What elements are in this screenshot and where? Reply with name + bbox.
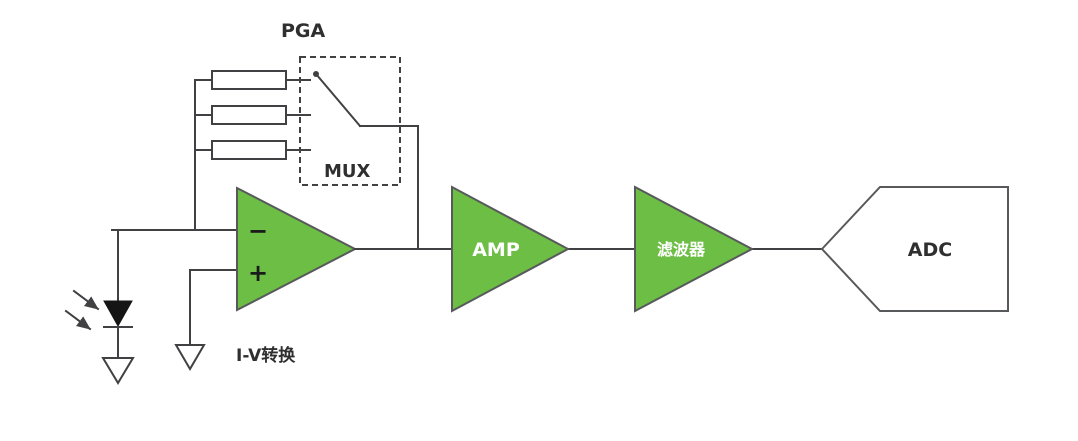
mux-box bbox=[299, 56, 401, 186]
resistor3 bbox=[211, 140, 287, 160]
feedback-resistors bbox=[194, 70, 311, 231]
amp-triangle bbox=[451, 185, 571, 313]
light-arrow-1 bbox=[72, 289, 100, 311]
light-arrow-2 bbox=[64, 309, 92, 331]
opamp-minus-sign: − bbox=[248, 217, 268, 245]
light-arrows-icon bbox=[64, 289, 100, 331]
resistor1 bbox=[211, 70, 287, 90]
amp-block: AMP bbox=[451, 185, 571, 313]
opamp-iv-converter: − + bbox=[236, 186, 358, 312]
amp-label: AMP bbox=[472, 239, 520, 261]
adc-shape bbox=[820, 186, 1009, 312]
mux-block bbox=[299, 56, 419, 250]
adc-label: ADC bbox=[908, 239, 952, 261]
photodiode-triangle bbox=[103, 300, 133, 328]
opamp-triangle bbox=[236, 186, 358, 312]
opamp-noninverting-input-wire bbox=[189, 269, 238, 346]
adc-block: ADC bbox=[820, 186, 1009, 312]
ground-symbol-opamp bbox=[174, 344, 206, 371]
filter-label: 滤波器 bbox=[657, 240, 706, 259]
mux-label: MUX bbox=[324, 161, 371, 182]
photodiode bbox=[101, 229, 135, 385]
filter-block: 滤波器 bbox=[634, 185, 755, 313]
pga-label: PGA bbox=[281, 20, 326, 42]
filter-triangle bbox=[634, 185, 755, 313]
mux-switch-arm bbox=[314, 72, 362, 128]
opamp-plus-sign: + bbox=[248, 259, 268, 287]
feedback-output-wire bbox=[359, 125, 419, 250]
ground-symbol-photodiode bbox=[101, 357, 135, 385]
resistor2 bbox=[211, 105, 287, 125]
iv-converter-label: I-V转换 bbox=[236, 345, 296, 366]
